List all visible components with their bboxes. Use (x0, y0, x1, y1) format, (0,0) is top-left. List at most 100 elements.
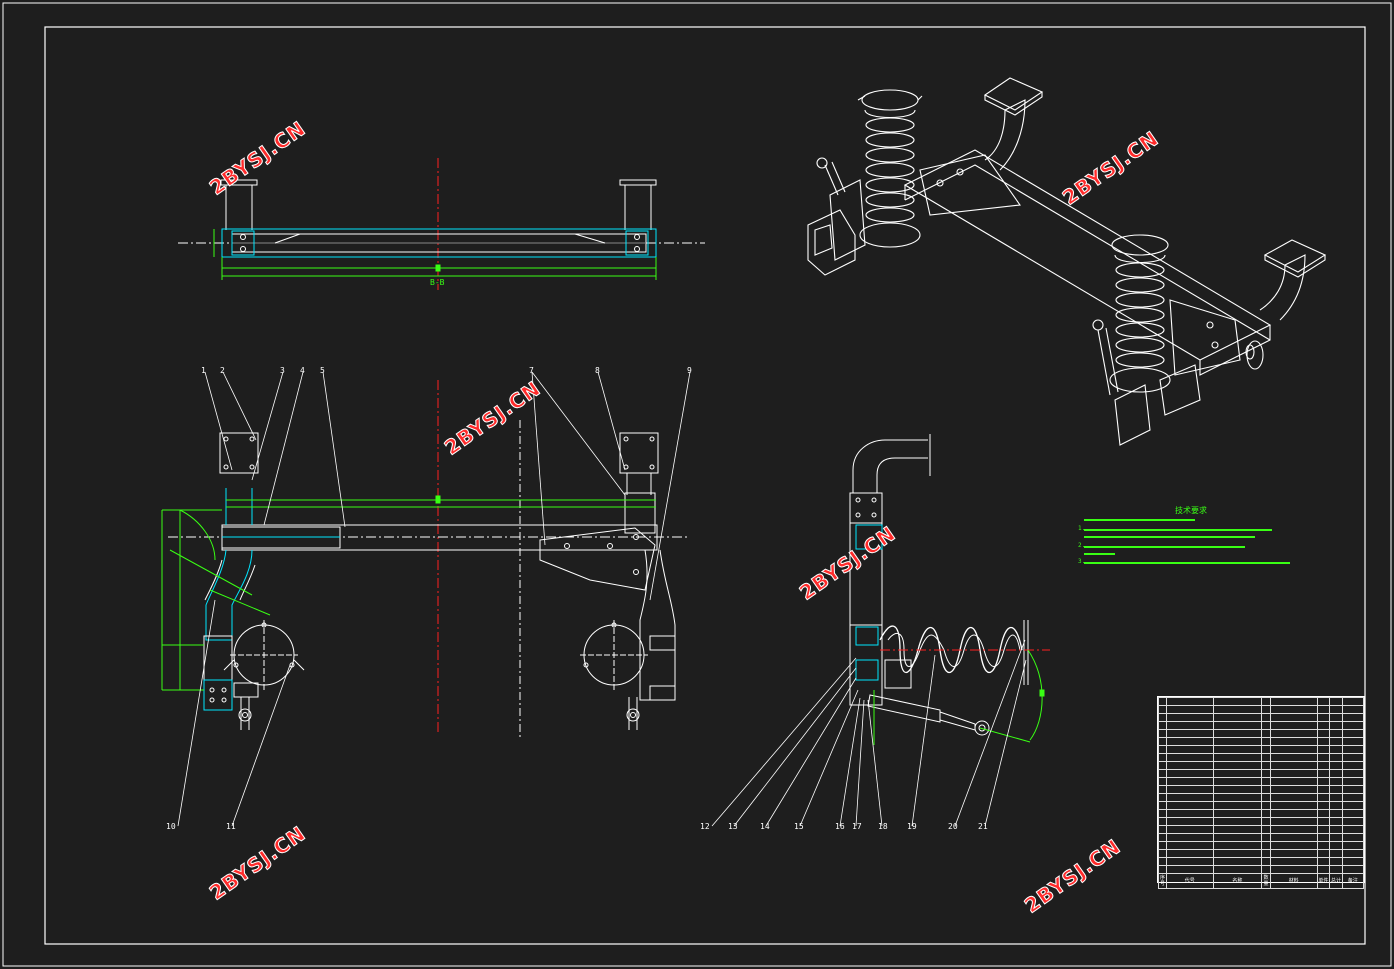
table-cell (1269, 769, 1318, 778)
table-cell (1341, 721, 1365, 730)
tech-note-1: 1. (1078, 525, 1086, 532)
table-cell (1341, 705, 1365, 714)
callout-15: 15 (794, 822, 804, 831)
table-cell (1158, 745, 1167, 754)
table-cell (1261, 849, 1271, 858)
table-cell (1329, 801, 1343, 810)
table-cell (1316, 777, 1331, 786)
table-cell (1261, 785, 1271, 794)
table-cell (1269, 841, 1318, 850)
side-view (711, 434, 1050, 827)
table-cell (1261, 705, 1271, 714)
table-cell (1212, 809, 1263, 818)
table-row (1158, 777, 1365, 786)
table-cell (1261, 753, 1271, 762)
table-cell (1165, 785, 1214, 794)
table-cell (1316, 817, 1331, 826)
table-header-cell: 名称 (1212, 873, 1263, 889)
table-row (1158, 705, 1365, 714)
table-cell (1212, 849, 1263, 858)
table-cell (1212, 721, 1263, 730)
table-cell (1316, 737, 1331, 746)
tech-note-2: 2. (1078, 542, 1086, 549)
table-cell (1212, 865, 1263, 874)
table-row (1158, 753, 1365, 762)
table-header-cell: 序号 (1158, 873, 1167, 889)
table-cell (1341, 793, 1365, 802)
callout-12: 12 (700, 822, 710, 831)
table-cell (1261, 833, 1271, 842)
table-cell (1329, 753, 1343, 762)
table-cell (1316, 753, 1331, 762)
table-cell (1269, 785, 1318, 794)
table-cell (1212, 793, 1263, 802)
table-cell (1165, 745, 1214, 754)
table-cell (1341, 769, 1365, 778)
table-cell (1316, 857, 1331, 866)
table-cell (1269, 809, 1318, 818)
table-cell (1316, 721, 1331, 730)
table-cell (1316, 865, 1331, 874)
table-cell (1212, 713, 1263, 722)
table-cell (1329, 857, 1343, 866)
table-cell (1212, 737, 1263, 746)
table-cell (1269, 857, 1318, 866)
table-cell (1212, 857, 1263, 866)
table-row (1158, 729, 1365, 738)
table-cell (1316, 793, 1331, 802)
table-header-cell: 代号 (1165, 873, 1214, 889)
table-cell (1165, 825, 1214, 834)
table-cell (1269, 793, 1318, 802)
table-cell (1329, 817, 1343, 826)
callout-21: 21 (978, 822, 988, 831)
table-cell (1212, 769, 1263, 778)
table-cell (1341, 745, 1365, 754)
table-cell (1329, 769, 1343, 778)
callout-17: 17 (852, 822, 862, 831)
table-cell (1316, 697, 1331, 706)
table-cell (1261, 825, 1271, 834)
table-cell (1158, 761, 1167, 770)
table-cell (1329, 841, 1343, 850)
top-view (178, 158, 705, 290)
table-cell (1165, 857, 1214, 866)
table-cell (1158, 705, 1167, 714)
table-row (1158, 745, 1365, 754)
table-cell (1329, 809, 1343, 818)
table-cell (1329, 721, 1343, 730)
inner-border (44, 26, 1366, 945)
table-cell (1269, 777, 1318, 786)
table-cell (1261, 857, 1271, 866)
table-cell (1329, 833, 1343, 842)
parts-table-grid: 序号代号名称数量材料单件总计备注 (1158, 697, 1365, 889)
table-cell (1165, 753, 1214, 762)
table-cell (1269, 801, 1318, 810)
table-row (1158, 849, 1365, 858)
table-row (1158, 721, 1365, 730)
parts-table: 序号代号名称数量材料单件总计备注 (1157, 696, 1365, 889)
table-row (1158, 737, 1365, 746)
table-cell (1329, 745, 1343, 754)
callout-3: 3 (280, 366, 285, 375)
callout-8: 8 (595, 366, 600, 375)
table-cell (1261, 793, 1271, 802)
callout-5: 5 (320, 366, 325, 375)
table-cell (1329, 825, 1343, 834)
table-cell (1158, 865, 1167, 874)
table-cell (1165, 793, 1214, 802)
table-cell (1316, 833, 1331, 842)
table-cell (1165, 777, 1214, 786)
table-cell (1261, 729, 1271, 738)
table-cell (1165, 849, 1214, 858)
table-cell (1158, 729, 1167, 738)
table-cell (1261, 817, 1271, 826)
table-cell (1316, 761, 1331, 770)
table-cell (1212, 801, 1263, 810)
table-cell (1212, 825, 1263, 834)
table-cell (1329, 777, 1343, 786)
table-cell (1269, 825, 1318, 834)
table-row (1158, 697, 1365, 706)
table-cell (1269, 713, 1318, 722)
